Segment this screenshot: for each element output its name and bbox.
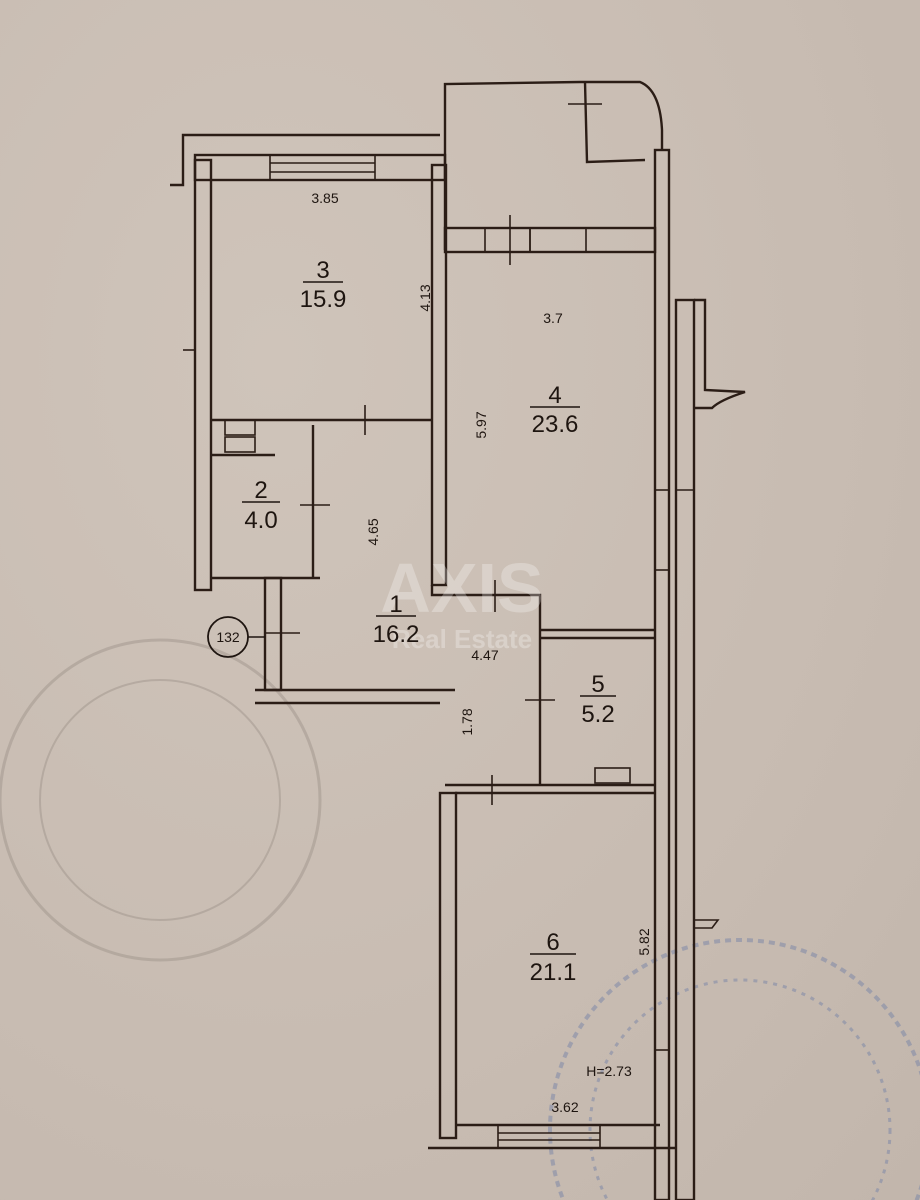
balcony [443,80,664,250]
room-4-walls [430,215,657,785]
svg-text:4.65: 4.65 [365,518,381,545]
entrance-walls [255,576,455,705]
room-6-walls [428,791,675,1150]
blue-stamp [548,938,920,1200]
svg-text:1.78: 1.78 [459,708,475,735]
svg-text:5.82: 5.82 [636,928,652,955]
svg-text:1: 1 [389,591,402,618]
room-4-label: 4 23.6 3.7 5.97 [473,310,580,439]
svg-text:132: 132 [216,629,240,645]
svg-text:4.47: 4.47 [471,647,498,663]
room-2-walls [211,419,330,580]
room-5-label: 5 5.2 [580,671,616,728]
svg-text:21.1: 21.1 [530,959,577,986]
apartment-number-badge: 132 [207,616,265,658]
right-exterior-wall [653,148,746,1200]
svg-text:15.9: 15.9 [300,286,347,313]
room-1-label: 1 16.2 4.65 4.47 1.78 [365,518,499,735]
svg-text:Real Estate: Real Estate [392,624,532,654]
svg-text:2: 2 [254,477,267,504]
svg-text:3.7: 3.7 [543,310,563,326]
room-2-label: 2 4.0 [242,477,280,534]
svg-text:16.2: 16.2 [373,621,420,648]
svg-text:H=2.73: H=2.73 [586,1063,632,1079]
svg-text:3.85: 3.85 [311,190,338,206]
svg-text:AXIS: AXIS [380,549,543,627]
room-3-walls [193,153,448,592]
svg-text:5.2: 5.2 [581,701,614,728]
svg-text:4.13: 4.13 [417,284,433,311]
room-3-label: 3 15.9 3.85 4.13 [300,190,433,313]
svg-text:4: 4 [548,382,561,409]
left-stubs [170,133,440,351]
svg-text:5.97: 5.97 [473,411,489,438]
svg-text:23.6: 23.6 [532,411,579,438]
svg-text:4.0: 4.0 [244,507,277,534]
svg-text:6: 6 [546,929,559,956]
watermark: AXIS Real Estate [380,549,543,654]
svg-text:3: 3 [316,257,329,284]
room-5-walls [445,636,655,805]
room-6-label: 6 21.1 5.82 3.62 H=2.73 [530,928,652,1115]
grey-stamp [0,638,322,962]
svg-text:5: 5 [591,671,604,698]
svg-text:3.62: 3.62 [551,1099,578,1115]
